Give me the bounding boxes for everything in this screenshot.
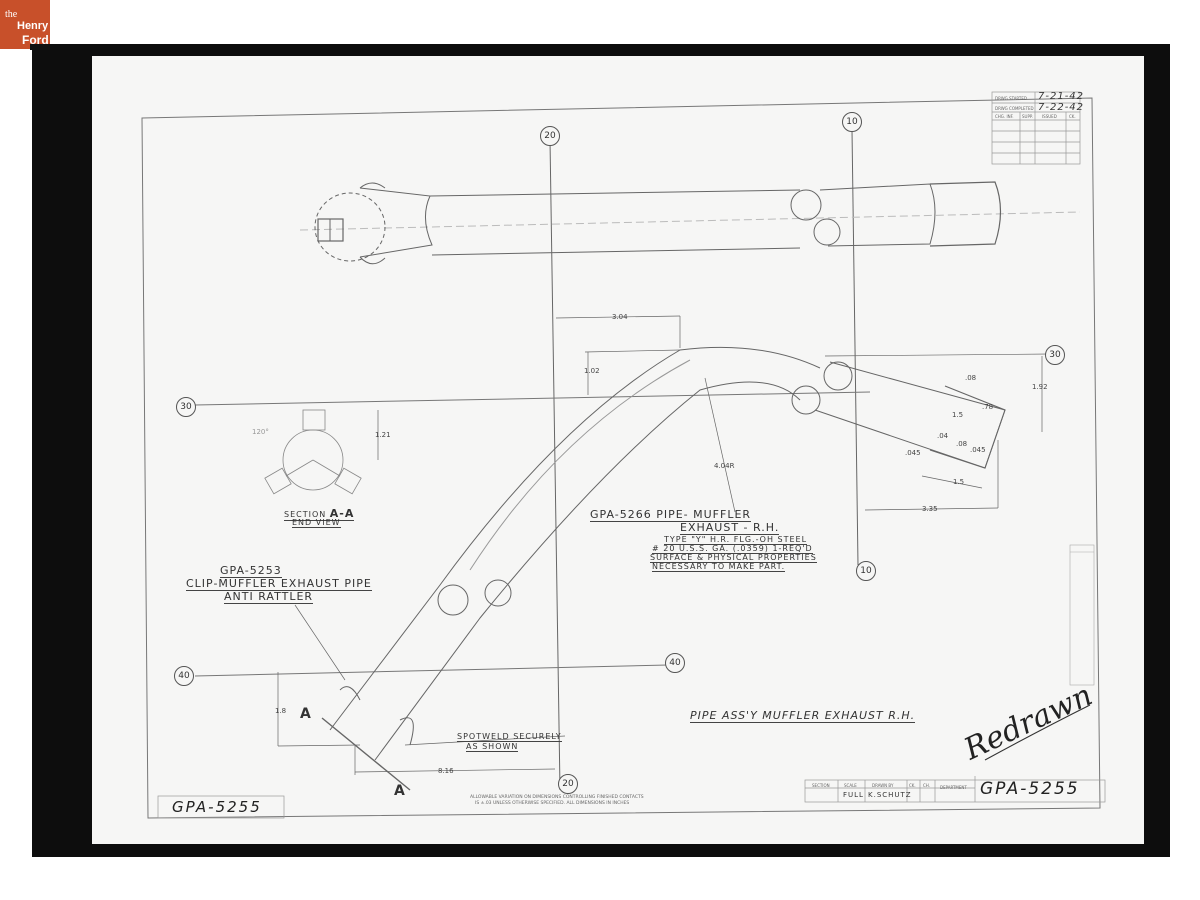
col-issued: ISSUED: [1042, 114, 1057, 119]
grid-balloon-10-mid: 10: [856, 561, 876, 581]
tb-header-department: DEPARTMENT: [940, 785, 967, 790]
dim-045-a: .045: [905, 449, 921, 457]
dimension-lines: [277, 315, 1051, 775]
dim-045-b: .045: [970, 446, 986, 454]
grid-balloon-20-bottom: 20: [558, 774, 578, 794]
top-view-pipe: [314, 181, 1002, 265]
drwg-completed-date: 7-22-42: [1038, 102, 1085, 113]
dim-78: .78: [982, 403, 994, 411]
tb-scale-value: FULL: [843, 791, 864, 799]
section-marker-upper: A: [300, 706, 312, 722]
col-chg-inf: CHG. INF.: [995, 114, 1014, 119]
grid-balloon-10-top: 10: [842, 112, 862, 132]
grid-balloon-40-mid: 40: [665, 653, 685, 673]
section-marker-lower: A: [394, 783, 406, 799]
tb-header-section: SECTION: [812, 783, 830, 788]
dim-04: .04: [937, 432, 949, 440]
dim-1-5-vertical: 1.5: [952, 411, 964, 419]
tolerance-note-1: ALLOWABLE VARIATION ON DIMENSIONS CONTRO…: [470, 795, 644, 800]
logo-text-the: the: [5, 9, 18, 20]
section-aa-end-view: [264, 409, 362, 495]
col-supp: SUPP.: [1022, 114, 1033, 119]
tb-header-ck: CK.: [909, 783, 916, 788]
material-spec-4: NECESSARY TO MAKE PART.: [652, 562, 786, 572]
material-spec-3: SURFACE & PHYSICAL PROPERTIES: [650, 553, 817, 563]
drwg-completed-label: DRWG COMPLETED: [995, 106, 1034, 111]
drawing-sheet: [92, 56, 1144, 844]
the-henry-ford-logo[interactable]: the Henry Ford: [0, 0, 50, 49]
drwg-started-date: 7-21-42: [1038, 91, 1085, 102]
tb-drawn-by-value: K.SCHUTZ: [868, 791, 912, 799]
tb-header-ch: CH.: [923, 783, 931, 788]
grid-balloon-30-right: 30: [1045, 345, 1065, 365]
dim-4-04r: 4.04R: [714, 462, 735, 470]
logo-text-ford: Ford: [22, 33, 49, 47]
grid-balloon-20-top: 20: [540, 126, 560, 146]
angle-note: 120°: [252, 428, 269, 436]
tb-part-number: GPA-5255: [980, 779, 1080, 799]
grid-balloon-30-left: 30: [176, 397, 196, 417]
spotweld-note-2: AS SHOWN: [466, 742, 519, 752]
clip-part-subname: ANTI RATTLER: [224, 590, 314, 604]
tb-header-drawn-by: DRAWN BY: [872, 783, 894, 788]
title-block-top: [991, 91, 1081, 165]
dim-1-8: 1.8: [275, 707, 287, 715]
logo-text-henry: Henry: [17, 20, 49, 32]
clip-part-number: GPA-5253: [220, 564, 282, 578]
corner-part-number: GPA-5255: [172, 798, 262, 816]
dim-1-5-horizontal: 1.5: [953, 478, 965, 486]
tolerance-note-2: IS ±.03 UNLESS OTHERWISE SPECIFIED. ALL …: [475, 801, 630, 806]
material-spec-1: TYPE "Y" H.R. FLG.-OH STEEL: [664, 535, 808, 545]
title-block-bottom: [157, 776, 1106, 819]
dim-08-b: .08: [956, 440, 968, 448]
section-letter: A-A: [329, 507, 355, 520]
revision-strip: [1069, 544, 1095, 686]
grid-balloon-40-left: 40: [174, 666, 194, 686]
dim-3-04: 3.04: [612, 313, 628, 321]
pipe-part-number-name: GPA-5266 PIPE- MUFFLER: [590, 508, 752, 522]
dim-3-35: 3.35: [922, 505, 938, 513]
spotweld-note-1: SPOTWELD SECURELY: [457, 732, 562, 742]
assembly-title: PIPE ASS'Y MUFFLER EXHAUST R.H.: [690, 709, 916, 723]
dim-1-92: 1.92: [1032, 383, 1048, 391]
bent-pipe-side-view: [321, 346, 1006, 791]
col-ck: CK.: [1069, 114, 1076, 119]
dim-1-21: 1.21: [375, 431, 391, 439]
pipe-part-subname: EXHAUST - R.H.: [680, 521, 780, 535]
clip-part-name: CLIP-MUFFLER EXHAUST PIPE: [186, 577, 372, 591]
end-view-label: END VIEW: [292, 518, 341, 528]
tb-header-scale: SCALE: [844, 783, 857, 788]
dim-08: .08: [965, 374, 977, 382]
dim-1-02: 1.02: [584, 367, 600, 375]
logo-tail: [30, 44, 50, 50]
material-spec-2: # 20 U.S.S. GA. (.0359) 1-REQ'D: [652, 544, 813, 554]
drwg-started-label: DRWG STARTED: [995, 96, 1027, 101]
dim-8-16: 8.16: [438, 767, 454, 775]
section-text: SECTION: [284, 510, 327, 519]
section-label: SECTION A-A: [284, 507, 355, 521]
